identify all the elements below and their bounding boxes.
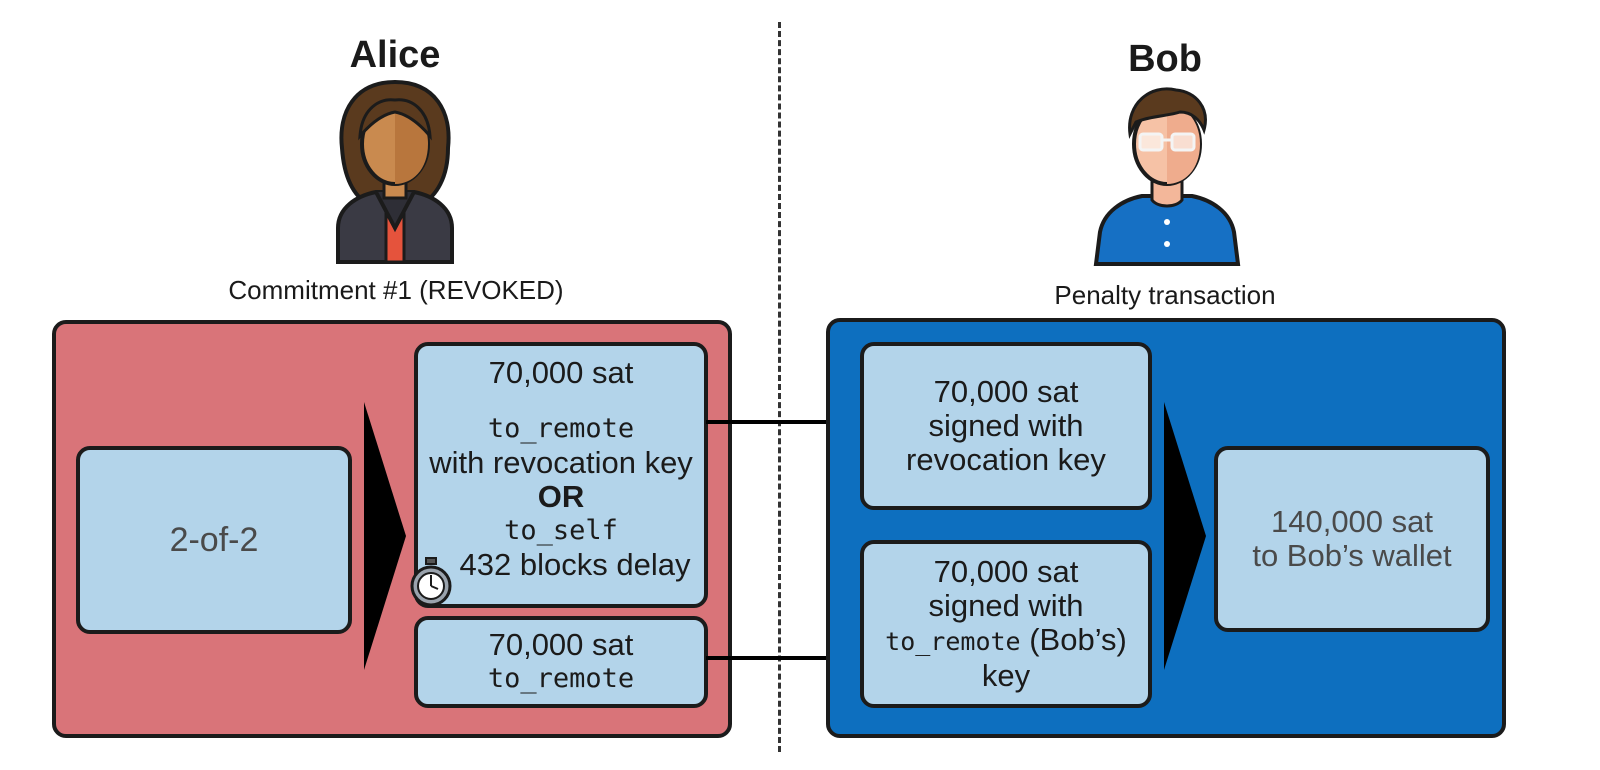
- bob-name: Bob: [1128, 38, 1202, 80]
- alice-transaction-arrow-icon: [364, 402, 406, 670]
- to-remote-input-box: 70,000 sat signed with to_remote (Bob’s)…: [860, 540, 1152, 708]
- to-remote-output-box: 70,000 sat to_remote: [414, 616, 708, 708]
- bob-wallet-output-destination: to Bob’s wallet: [1252, 538, 1452, 573]
- to-remote-input-key-line: to_remote (Bob’s): [885, 623, 1127, 659]
- funding-input-box: 2-of-2: [76, 446, 352, 634]
- party-divider: [778, 22, 781, 752]
- to-remote-output-label: to_remote: [487, 663, 635, 694]
- bob-transaction-arrow-icon: [1164, 402, 1206, 670]
- bob-caption: Penalty transaction: [1054, 280, 1276, 310]
- to-remote-input-amount: 70,000 sat: [933, 554, 1079, 589]
- stopwatch-icon: [410, 557, 452, 607]
- alice-avatar-icon: [336, 79, 454, 264]
- revocation-input-signed: signed with: [928, 408, 1084, 443]
- revocable-output-amount: 70,000 sat: [488, 355, 634, 390]
- bob-wallet-output-box: 140,000 sat to Bob’s wallet: [1214, 446, 1490, 632]
- revocable-output-delay: 432 blocks delay: [459, 547, 691, 582]
- revocable-output-to-remote: to_remote: [487, 413, 635, 444]
- alice-caption: Commitment #1 (REVOKED): [228, 275, 564, 305]
- bob-avatar-icon: [1093, 87, 1241, 266]
- revocable-output-revocation: with revocation key: [429, 445, 693, 480]
- alice-name: Alice: [349, 34, 441, 76]
- to-remote-input-mono: to_remote: [885, 627, 1021, 656]
- funding-input-label: 2-of-2: [169, 521, 259, 559]
- revocable-output-box: 70,000 sat to_remote with revocation key…: [414, 342, 708, 608]
- to-remote-input-key: key: [981, 658, 1031, 693]
- to-remote-input-owner: (Bob’s): [1020, 622, 1127, 657]
- revocation-input-amount: 70,000 sat: [933, 374, 1079, 409]
- revocation-input-box: 70,000 sat signed with revocation key: [860, 342, 1152, 510]
- to-remote-input-signed: signed with: [928, 588, 1084, 623]
- revocable-output-to-self: to_self: [504, 515, 618, 546]
- to-remote-output-amount: 70,000 sat: [488, 627, 634, 662]
- bob-wallet-output-amount: 140,000 sat: [1270, 504, 1434, 539]
- revocation-input-key: revocation key: [906, 442, 1106, 477]
- revocable-output-or: OR: [537, 479, 585, 514]
